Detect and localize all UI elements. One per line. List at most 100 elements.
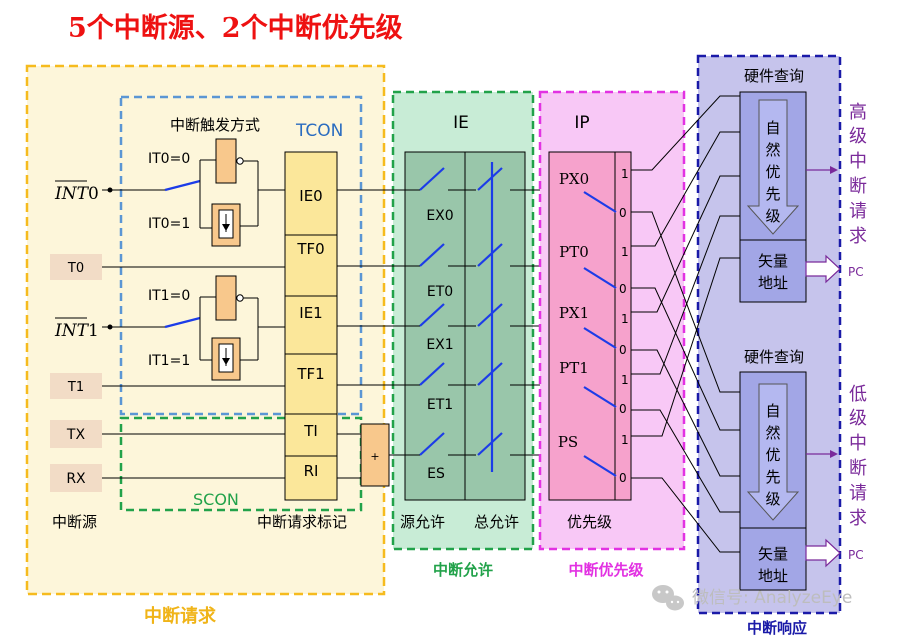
- or-gate-symbol: +: [370, 450, 379, 463]
- int1-selector-switch: [107, 296, 216, 361]
- high-char-3: 中: [849, 151, 867, 172]
- int1-inverter-gate: [215, 275, 258, 321]
- ip-contact-1: 1: [621, 312, 629, 326]
- priority-routing-wires: [631, 95, 740, 553]
- flag-register: [284, 151, 338, 501]
- ip-bit-px1: PX1: [559, 304, 589, 322]
- ip-bit-pt1: PT1: [559, 359, 589, 377]
- pc-arrow-high: [805, 254, 841, 284]
- high-request-arrow: [806, 166, 838, 174]
- flag-ie0: IE0: [299, 187, 322, 205]
- vector-line2-high: 地址: [758, 274, 788, 292]
- ip-bit-ps: PS: [558, 433, 578, 451]
- wechat-watermark: 微信号: AnalyzeEye: [652, 585, 852, 611]
- natural-char-5: 级: [765, 490, 780, 508]
- it1-1-label: IT1=1: [148, 353, 190, 369]
- ip-contact-0: 0: [619, 343, 627, 357]
- high-char-1: 高: [849, 102, 867, 123]
- trigger-mode-title: 中断触发方式: [170, 116, 260, 134]
- ie-label: IE: [453, 113, 469, 133]
- t0-source-box: [50, 254, 102, 280]
- low-request-arrow: [806, 450, 838, 458]
- ip-label: IP: [574, 113, 589, 133]
- ie-caption-total: 总允许: [474, 513, 519, 531]
- sources-caption: 中断源: [52, 513, 97, 531]
- ip-contact-0: 0: [619, 206, 627, 220]
- ip-bit-pt0: PT0: [559, 243, 589, 261]
- hw-query-high: 硬件查询: [744, 67, 804, 85]
- low-char-3: 中: [849, 433, 867, 454]
- rx-source-label: RX: [66, 471, 86, 487]
- natural-char-4: 先: [765, 185, 780, 203]
- high-char-2: 级: [849, 126, 867, 147]
- flag-ti: TI: [303, 422, 318, 440]
- ip-contact-0: 0: [619, 471, 627, 485]
- natural-char-2: 然: [765, 141, 780, 159]
- ip-contact-1: 1: [621, 167, 629, 181]
- switch-ex1: EX1: [426, 337, 453, 353]
- low-char-5: 请: [849, 483, 867, 504]
- high-char-5: 请: [849, 201, 867, 222]
- switch-es: ES: [427, 466, 445, 482]
- flag-ie1: IE1: [299, 304, 322, 322]
- ip-caption: 优先级: [567, 513, 612, 531]
- rx-source-box: [50, 464, 102, 492]
- flag-tf0: TF0: [296, 240, 324, 258]
- ip-selector-switches: [583, 191, 617, 477]
- flag-tf1: TF1: [296, 365, 324, 383]
- vector-line1-high: 矢量: [758, 252, 788, 270]
- ie-source-switches: [419, 167, 445, 456]
- switch-et0: ET0: [427, 284, 453, 300]
- ie-global-switches: [477, 167, 503, 456]
- natural-char-1: 自: [765, 402, 780, 420]
- t1-source-label: T1: [67, 380, 84, 395]
- tx-source-label: TX: [66, 427, 86, 443]
- ip-contact-1: 1: [621, 245, 629, 259]
- switch-et1: ET1: [427, 397, 453, 413]
- natural-char-3: 优: [765, 163, 780, 181]
- vector-line1-low: 矢量: [758, 545, 788, 563]
- ip-register-panel: [548, 151, 632, 501]
- pc-arrow-low: [805, 538, 841, 568]
- int0-selector-switch: [107, 159, 216, 229]
- it1-0-label: IT1=0: [148, 288, 190, 304]
- pc-label-low: PC: [848, 548, 864, 562]
- flags-caption: 中断请求标记: [257, 513, 347, 531]
- tcon-frame: [119, 95, 363, 416]
- wechat-icon: [652, 585, 684, 611]
- ip-contact-1: 1: [621, 433, 629, 447]
- diagram-title: 5个中断源、2个中断优先级: [68, 12, 403, 44]
- serial-or-gate: [360, 423, 390, 487]
- natural-char-2: 然: [765, 424, 780, 442]
- natural-char-5: 级: [765, 207, 780, 225]
- int0-inverter-gate: [215, 138, 258, 184]
- section-label-priority: 中断优先级: [568, 561, 644, 579]
- vector-line2-low: 地址: [758, 567, 788, 585]
- tx-source-box: [50, 420, 102, 448]
- scon-label: SCON: [193, 490, 239, 509]
- ie-row-wires: [337, 189, 563, 456]
- natural-char-1: 自: [765, 119, 780, 137]
- section-label-response: 中断响应: [747, 619, 807, 637]
- high-char-4: 断: [849, 176, 867, 197]
- natural-priority-arrow-high: [746, 99, 800, 235]
- it0-1-label: IT0=1: [148, 216, 190, 232]
- ip-bit-px0: PX0: [559, 170, 589, 188]
- ip-contact-0: 0: [619, 402, 627, 416]
- flag-ri: RI: [304, 462, 319, 480]
- pc-label-high: PC: [848, 265, 864, 279]
- int1-source-label: INT1: [54, 321, 99, 341]
- it0-0-label: IT0=0: [148, 151, 190, 167]
- low-char-1: 低: [849, 384, 867, 405]
- low-char-2: 级: [849, 408, 867, 429]
- hw-query-low: 硬件查询: [744, 348, 804, 366]
- int1-edge-detector: [211, 337, 258, 381]
- low-char-6: 求: [849, 508, 867, 529]
- high-char-6: 求: [849, 226, 867, 247]
- t1-source-box: [50, 373, 102, 399]
- t0-source-label: T0: [67, 261, 84, 276]
- section-label-enable: 中断允许: [433, 561, 493, 579]
- ip-contact-0: 0: [619, 282, 627, 296]
- watermark-text: 微信号: AnalyzeEye: [692, 588, 852, 608]
